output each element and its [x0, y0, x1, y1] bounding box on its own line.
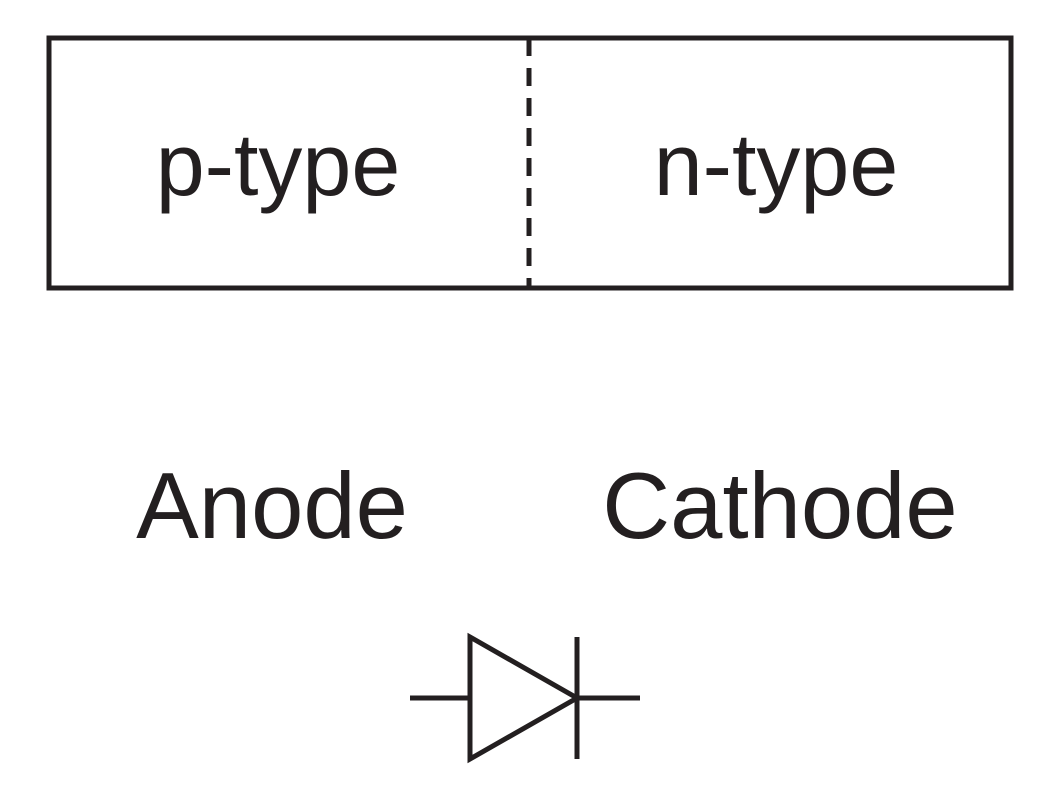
cathode-label: Cathode: [602, 453, 957, 558]
diode-triangle: [467, 632, 583, 764]
anode-label: Anode: [136, 453, 408, 558]
pn-junction-block: p-type n-type: [46, 35, 1014, 291]
n-region-label: n-type: [654, 115, 899, 214]
diode-symbol-icon: [410, 632, 640, 764]
p-region-label: p-type: [156, 115, 401, 214]
